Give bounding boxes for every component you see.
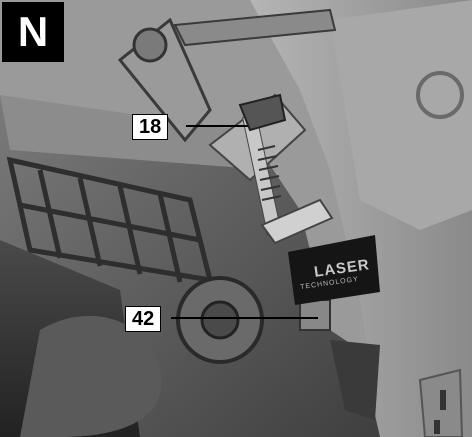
housing-panel — [330, 0, 472, 230]
pivot-hub — [200, 300, 240, 340]
screw-spring — [257, 145, 282, 201]
screw-head — [238, 93, 287, 132]
stop-channel — [330, 340, 380, 420]
link-pivot — [132, 27, 168, 63]
slot-2 — [434, 420, 440, 434]
slot-1 — [440, 390, 446, 410]
callout-label-42: 42 — [125, 306, 162, 332]
stop-bar — [299, 299, 331, 331]
callout-label-18: 18 — [132, 114, 169, 140]
brand-logo-icon — [416, 71, 464, 119]
laser-plate — [288, 235, 380, 305]
base-curve — [20, 315, 162, 437]
top-bar — [173, 8, 337, 47]
adjusting-screw — [238, 93, 287, 236]
panel-letter-label: N — [2, 2, 64, 62]
lock-nut — [260, 198, 334, 245]
